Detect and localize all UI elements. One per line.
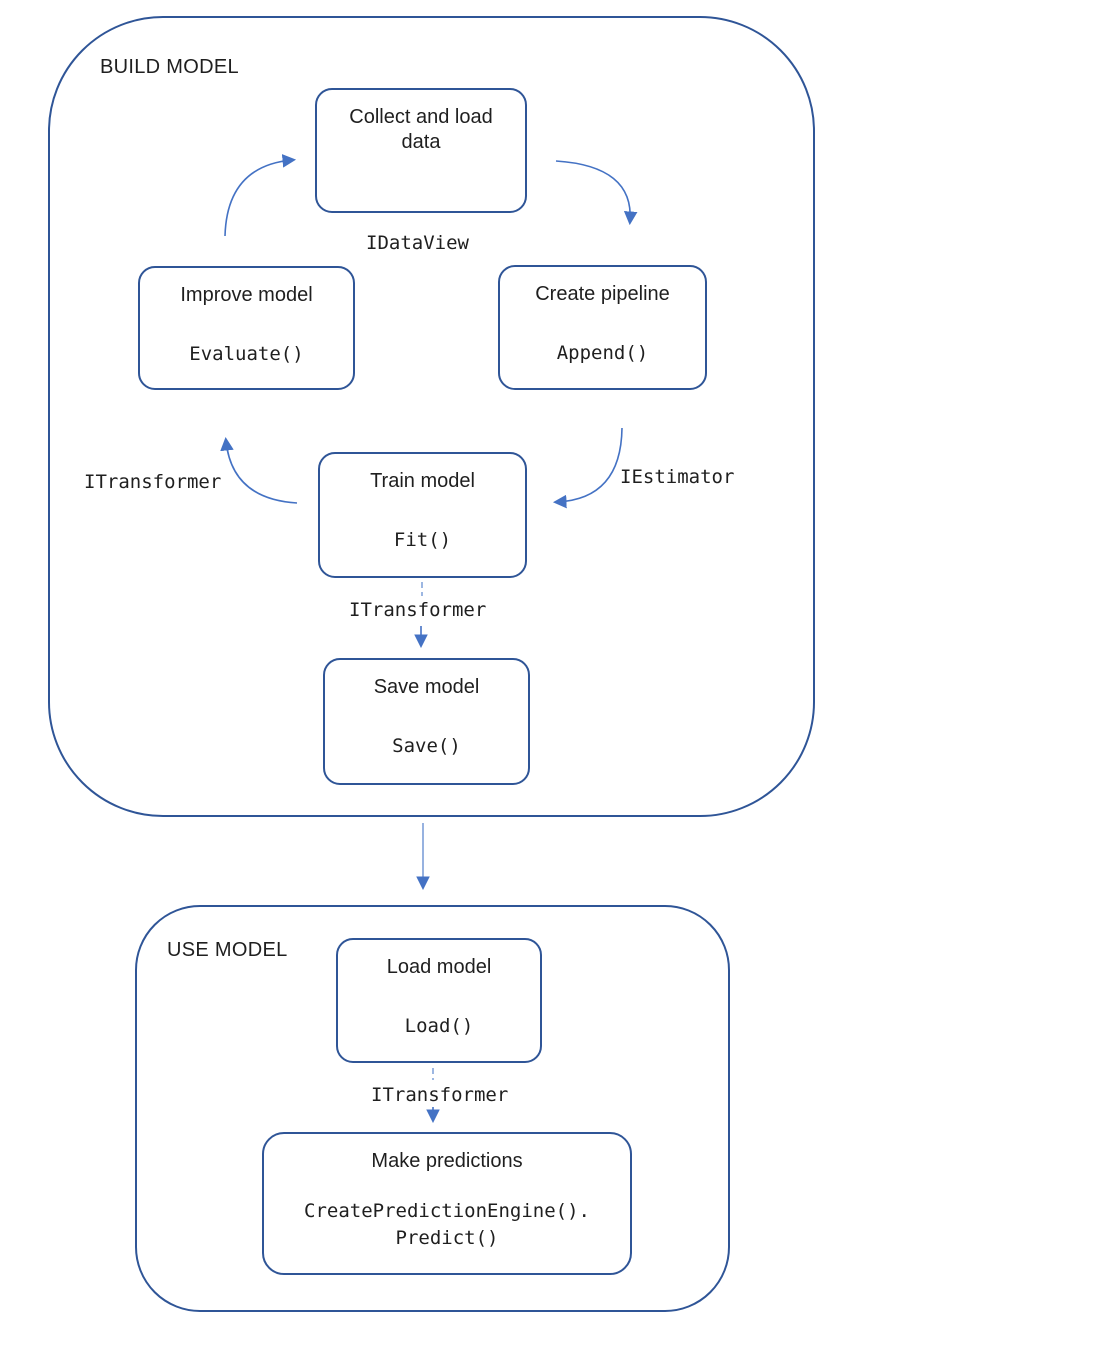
box-save-code: Save() <box>392 735 461 757</box>
box-load-model: Load model Load() <box>336 938 542 1063</box>
box-train-model: Train model Fit() <box>318 452 527 578</box>
box-collect-title: Collect and load data <box>349 106 493 153</box>
box-load-title: Load model <box>386 956 492 978</box>
box-create-pipeline: Create pipeline Append() <box>498 265 707 390</box>
label-iestimator: IEstimator <box>620 466 735 488</box>
box-train-title: Train model <box>370 470 475 492</box>
box-train-code: Fit() <box>393 529 452 551</box>
box-create-title: Create pipeline <box>535 283 670 305</box>
label-idataview: IDataView <box>366 232 469 254</box>
box-load-code: Load() <box>404 1015 474 1037</box>
box-predict-title: Make predictions <box>371 1150 523 1172</box>
box-make-predictions: Make predictions CreatePredictionEngine(… <box>262 1132 632 1275</box>
box-predict-code: CreatePredictionEngine(). Predict() <box>304 1200 590 1249</box>
box-improve-title: Improve model <box>180 284 313 306</box>
box-collect-and-load-data: Collect and load data <box>315 88 527 213</box>
use-model-label: USE MODEL <box>167 939 288 961</box>
box-create-code: Append() <box>556 342 649 364</box>
box-improve-model: Improve model Evaluate() <box>138 266 355 390</box>
use-model-container: USE MODEL <box>135 905 730 1312</box>
box-save-model: Save model Save() <box>323 658 530 785</box>
label-itransformer-build-mid: ITransformer <box>349 599 487 621</box>
build-model-container: BUILD MODEL <box>48 16 815 817</box>
label-itransformer-use: ITransformer <box>371 1084 509 1106</box>
box-save-title: Save model <box>373 676 480 698</box>
box-improve-code: Evaluate() <box>189 343 304 365</box>
label-itransformer-build-left: ITransformer <box>84 471 222 493</box>
build-model-label: BUILD MODEL <box>100 56 239 78</box>
